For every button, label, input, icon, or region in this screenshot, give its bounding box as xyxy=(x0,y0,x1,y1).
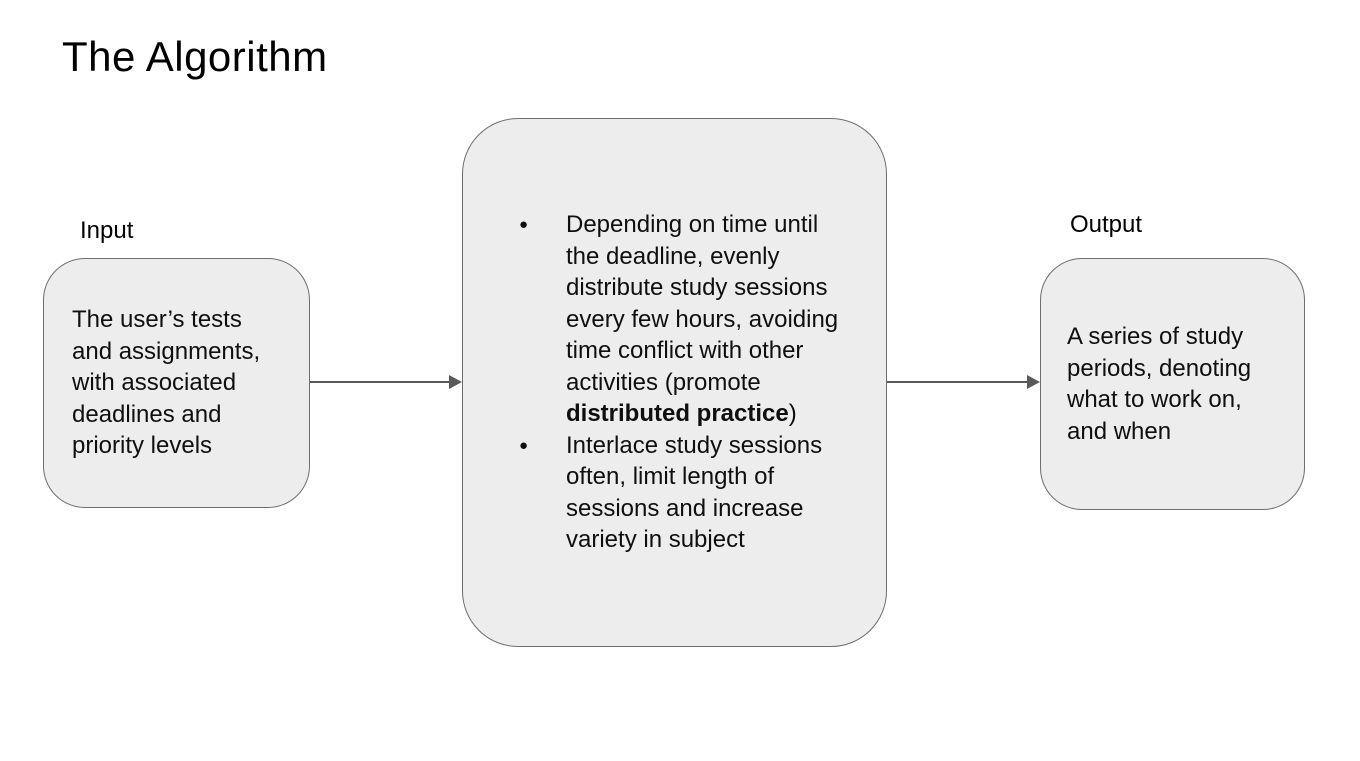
arrow-right-icon xyxy=(449,375,462,389)
arrow-shaft xyxy=(310,381,450,383)
process-bullet-text: Interlace study sessions often, limit le… xyxy=(566,430,854,556)
bullet-text-bold: distributed practice xyxy=(566,400,789,428)
output-box-text: A series of study periods, denoting what… xyxy=(1067,323,1252,445)
arrow-process-to-output xyxy=(887,375,1040,389)
bullet-text-after: ) xyxy=(788,400,797,428)
input-node-label: Input xyxy=(80,217,134,244)
input-box-text: The user’s tests and assignments, with a… xyxy=(72,306,261,460)
bullet-text-before: Interlace study sessions often, limit le… xyxy=(566,431,823,554)
bullet-text-before: Depending on time until the deadline, ev… xyxy=(566,211,839,396)
output-box: A series of study periods, denoting what… xyxy=(1040,258,1305,510)
list-item: ● Depending on time until the deadline, … xyxy=(519,209,854,430)
bullet-icon: ● xyxy=(519,216,529,234)
process-bullet-text: Depending on time until the deadline, ev… xyxy=(566,209,854,430)
list-item: ● Interlace study sessions often, limit … xyxy=(519,430,854,556)
input-box: The user’s tests and assignments, with a… xyxy=(43,258,310,508)
arrow-shaft xyxy=(887,381,1028,383)
bullet-icon: ● xyxy=(519,436,529,454)
process-bullet-list: ● Depending on time until the deadline, … xyxy=(463,209,854,556)
arrow-input-to-process xyxy=(310,375,462,389)
process-box: ● Depending on time until the deadline, … xyxy=(462,118,887,647)
page-title: The Algorithm xyxy=(62,33,328,80)
arrow-right-icon xyxy=(1027,375,1040,389)
output-node-label: Output xyxy=(1070,211,1143,238)
